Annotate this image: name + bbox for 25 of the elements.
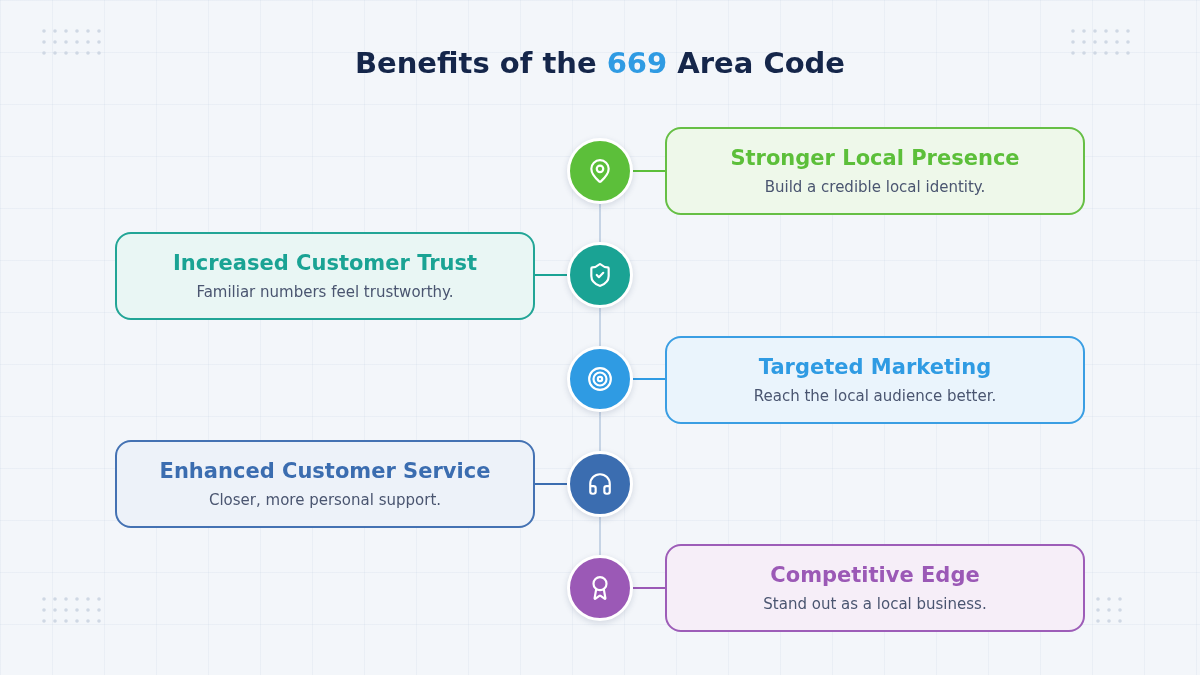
benefit-card xyxy=(665,544,1085,632)
card-title: Increased Customer Trust xyxy=(172,250,478,277)
card-title: Enhanced Customer Service xyxy=(159,458,491,485)
card-title: Targeted Marketing xyxy=(758,354,992,381)
benefit-card xyxy=(665,336,1085,424)
card-description: Closer, more personal support. xyxy=(208,490,442,511)
connector-line xyxy=(599,411,601,452)
connector-line xyxy=(599,516,601,556)
connector-line xyxy=(599,203,601,243)
connector-line xyxy=(632,170,666,172)
benefit-card xyxy=(115,232,535,320)
connector-line xyxy=(599,307,601,347)
connector-line xyxy=(632,587,666,589)
connector-line xyxy=(534,274,568,276)
connector-line xyxy=(632,378,666,380)
card-description: Stand out as a local business. xyxy=(763,594,987,615)
card-description: Build a credible local identity. xyxy=(764,177,986,198)
card-title: Stronger Local Presence xyxy=(730,145,1020,172)
card-description: Familiar numbers feel trustworthy. xyxy=(196,282,454,303)
benefit-card xyxy=(665,127,1085,215)
connector-line xyxy=(534,483,568,485)
card-title: Competitive Edge xyxy=(770,562,980,589)
benefit-card xyxy=(115,440,535,528)
card-description: Reach the local audience better. xyxy=(753,386,997,407)
diagram-title: Benefits of the 669 Area Code xyxy=(354,45,846,82)
